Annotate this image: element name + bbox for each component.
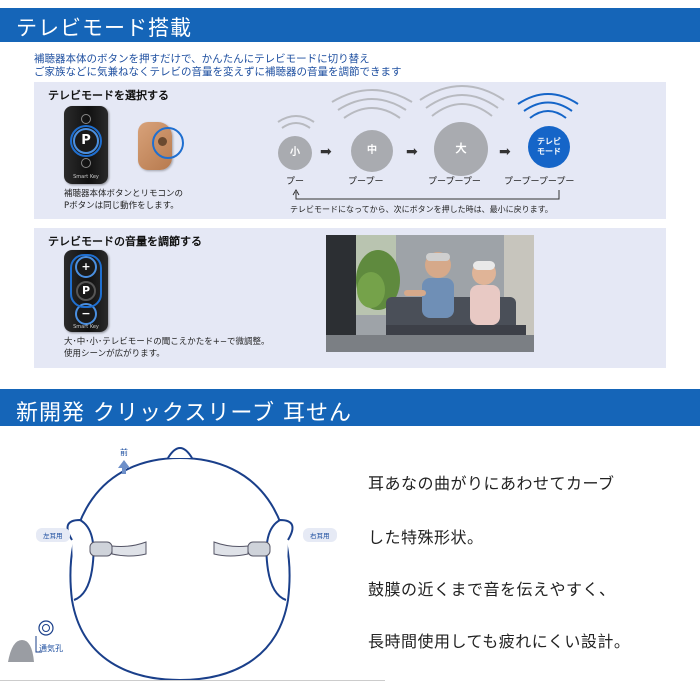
select-caption-line-1: 補聴器本体ボタンとリモコンの bbox=[64, 189, 184, 199]
vent-hole-icon bbox=[35, 620, 54, 653]
level-medium-label: 中 bbox=[367, 145, 377, 156]
beep-large: プープープー bbox=[428, 177, 481, 187]
head-outline bbox=[69, 456, 291, 680]
intro-line-1: 補聴器本体のボタンを押すだけで、かんたんにテレビモードに切り替え bbox=[34, 53, 370, 65]
sleeve-text-line-1: 耳あなの曲がりにあわせてカーブ bbox=[368, 474, 615, 493]
level-small-circle: 小 bbox=[278, 136, 312, 170]
arrow-icon: ➡ bbox=[320, 144, 332, 160]
remote-button-highlight bbox=[70, 125, 102, 157]
right-ear-label: 右耳用 bbox=[303, 528, 337, 542]
bottom-divider bbox=[0, 680, 385, 681]
remote-minus-icon bbox=[81, 158, 91, 168]
level-medium-circle: 中 bbox=[351, 130, 393, 172]
level-large-label: 大 bbox=[455, 142, 467, 155]
arrow-icon: ➡ bbox=[406, 144, 418, 160]
right-ear-tip-icon bbox=[213, 541, 271, 557]
ear-tip-sample-icon bbox=[8, 640, 34, 662]
sound-wave-icon bbox=[277, 85, 505, 129]
tv-mode-header: テレビモード搭載 bbox=[0, 8, 700, 42]
level-tv-mode-circle: テレビ モード bbox=[528, 126, 570, 168]
remote-brand-label: Smart Key bbox=[73, 324, 99, 330]
sleeve-text-line-2: した特殊形状。 bbox=[368, 528, 484, 547]
nose-outline bbox=[167, 447, 193, 459]
intro-line-2: ご家族などに気兼ねなくテレビの音量を変えずに補聴器の音量を調節できます bbox=[34, 66, 402, 78]
select-caption-line-2: Pボタンは同じ動作をします。 bbox=[64, 201, 179, 211]
sleeve-text-line-3: 鼓膜の近くまで音を伝えやすく、 bbox=[368, 580, 616, 599]
volume-panel-title: テレビモードの音量を調節する bbox=[48, 235, 202, 248]
front-arrow-icon bbox=[118, 460, 130, 474]
volume-caption-line-1: 大･中･小･テレビモードの聞こえかたを+−で微調整。 bbox=[64, 337, 270, 347]
beep-small: プー bbox=[286, 177, 305, 187]
beep-tv-mode: プープープープー bbox=[504, 177, 575, 187]
select-panel-title: テレビモードを選択する bbox=[48, 89, 169, 102]
remote-minus-button: − bbox=[75, 303, 97, 325]
tv-mode-label-line-2: モード bbox=[537, 147, 561, 156]
head-top-view-diagram bbox=[8, 447, 294, 680]
return-note: テレビモードになってから、次にボタンを押した時は、最小に戻ります。 bbox=[290, 205, 553, 214]
select-tv-mode-panel: テレビモードを選択する P Smart Key 補聴器本体ボタンとリモコンの P… bbox=[34, 82, 666, 219]
left-ear-outline bbox=[66, 518, 95, 601]
volume-buttons-highlight bbox=[70, 254, 102, 308]
vent-hole-label: 通気孔 bbox=[39, 644, 63, 653]
right-ear-outline bbox=[265, 518, 294, 601]
arrow-icon: ➡ bbox=[499, 144, 511, 160]
tv-mode-header-title: テレビモード搭載 bbox=[16, 16, 192, 40]
left-ear-tip-icon bbox=[89, 541, 147, 557]
click-sleeve-header: 新開発 クリックスリーブ 耳せん bbox=[0, 389, 700, 426]
beep-medium: プープー bbox=[348, 177, 384, 187]
remote-brand-label: Smart Key bbox=[73, 174, 99, 180]
couple-watching-tv-photo bbox=[326, 235, 534, 352]
tv-mode-wave-icon bbox=[517, 93, 579, 119]
level-sequence-graphic bbox=[277, 85, 579, 200]
hearing-aid-button-highlight bbox=[152, 127, 184, 159]
left-ear-label: 左耳用 bbox=[36, 528, 70, 542]
front-label: 前 bbox=[120, 448, 128, 457]
level-small-label: 小 bbox=[290, 147, 300, 158]
level-large-circle: 大 bbox=[434, 122, 488, 176]
living-room-illustration bbox=[326, 235, 534, 352]
click-sleeve-header-title: 新開発 クリックスリーブ 耳せん bbox=[16, 401, 353, 426]
remote-plus-icon bbox=[81, 114, 91, 124]
tv-mode-label-line-1: テレビ bbox=[537, 137, 561, 146]
sleeve-text-line-4: 長時間使用しても疲れにくい設計。 bbox=[368, 632, 631, 651]
return-arrow bbox=[292, 189, 560, 200]
volume-caption-line-2: 使用シーンが広がります。 bbox=[64, 349, 165, 359]
